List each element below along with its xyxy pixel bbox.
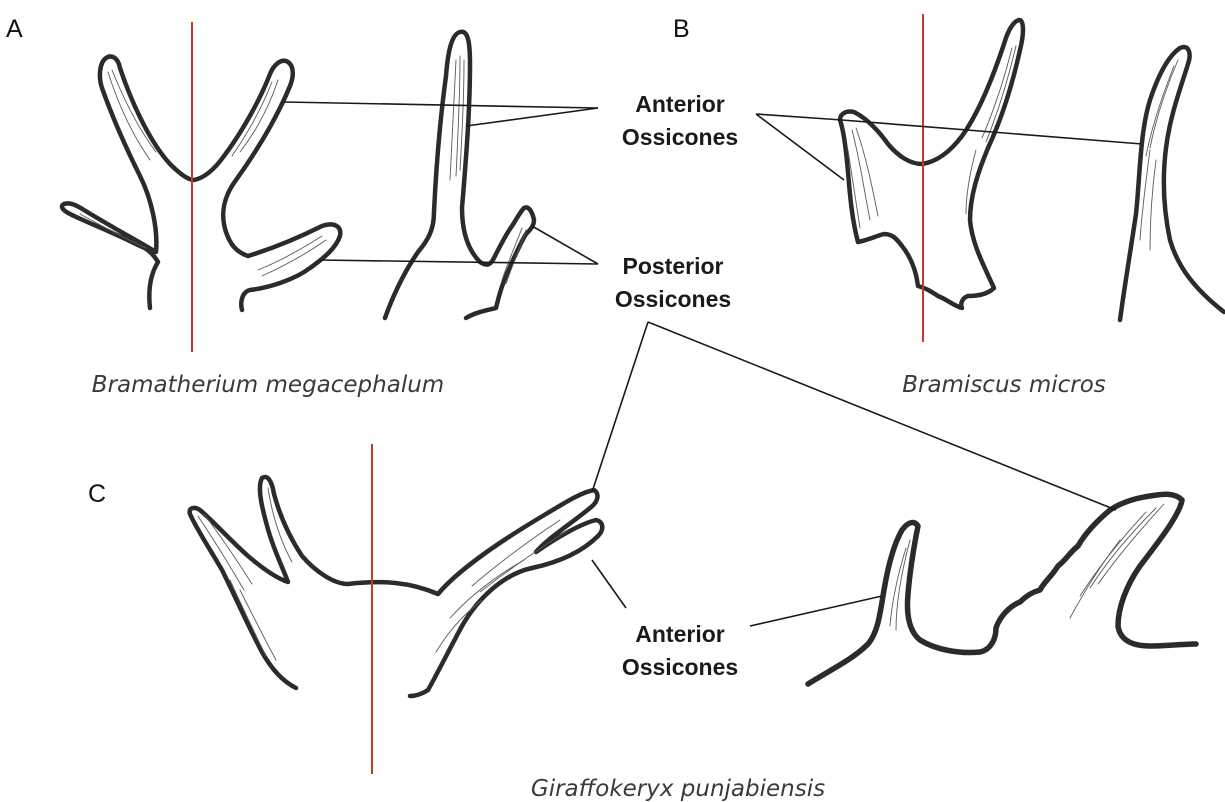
panel-b-species-name: Bramiscus micros <box>902 372 1106 398</box>
giraffokeryx-front-outline <box>190 477 603 696</box>
bramatherium-front-view <box>62 56 340 310</box>
giraffokeryx-front-view <box>190 477 603 696</box>
giraffokeryx-side-view <box>808 494 1196 684</box>
leader-anterior-c-front <box>592 560 626 608</box>
leader-posterior-c-side <box>648 322 1116 510</box>
panel-a: A Brama <box>6 15 534 398</box>
label-anterior-ossicones-top: Anterior Ossicones <box>622 91 738 150</box>
giraffokeryx-side-hatching <box>890 504 1164 630</box>
leader-anterior-c-side <box>750 596 882 626</box>
bramiscus-front-outline <box>840 20 1023 308</box>
bramiscus-side-hatching <box>1140 60 1178 250</box>
bramatherium-side-view <box>385 32 534 318</box>
panel-c-letter: C <box>88 480 106 508</box>
panel-c-species-name: Giraffokeryx punjabiensis <box>531 776 825 802</box>
panel-a-letter: A <box>6 15 23 43</box>
leader-lines <box>284 102 1142 626</box>
bramiscus-side-outline <box>1120 47 1224 320</box>
giraffokeryx-side-outline <box>808 494 1196 684</box>
label-anterior-bottom-line1: Anterior <box>635 621 725 647</box>
panel-b: B Bramiscus micros <box>673 14 1224 398</box>
panel-b-letter: B <box>673 15 690 43</box>
bramatherium-side-hatching <box>450 56 526 284</box>
leader-posterior-c-front <box>592 322 648 492</box>
leader-anterior-b-front-top <box>756 114 842 120</box>
label-anterior-top-line2: Ossicones <box>622 124 738 150</box>
bramatherium-front-hatching <box>80 70 326 276</box>
leader-posterior-a-side <box>532 226 598 264</box>
panel-a-species-name: Bramatherium megacephalum <box>92 372 444 398</box>
leader-anterior-b-front-left <box>756 114 844 180</box>
label-anterior-ossicones-bottom: Anterior Ossicones <box>622 621 738 680</box>
label-posterior-ossicones: Posterior Ossicones <box>615 253 731 312</box>
leader-posterior-a-front <box>320 260 598 264</box>
bramiscus-side-view <box>1120 47 1224 320</box>
bramiscus-front-view <box>840 20 1023 308</box>
bramatherium-front-outline <box>62 56 340 310</box>
leader-anterior-a-side <box>466 108 598 126</box>
label-posterior-line1: Posterior <box>623 253 724 279</box>
label-posterior-line2: Ossicones <box>615 286 731 312</box>
label-anterior-top-line1: Anterior <box>635 91 725 117</box>
label-anterior-bottom-line2: Ossicones <box>622 654 738 680</box>
